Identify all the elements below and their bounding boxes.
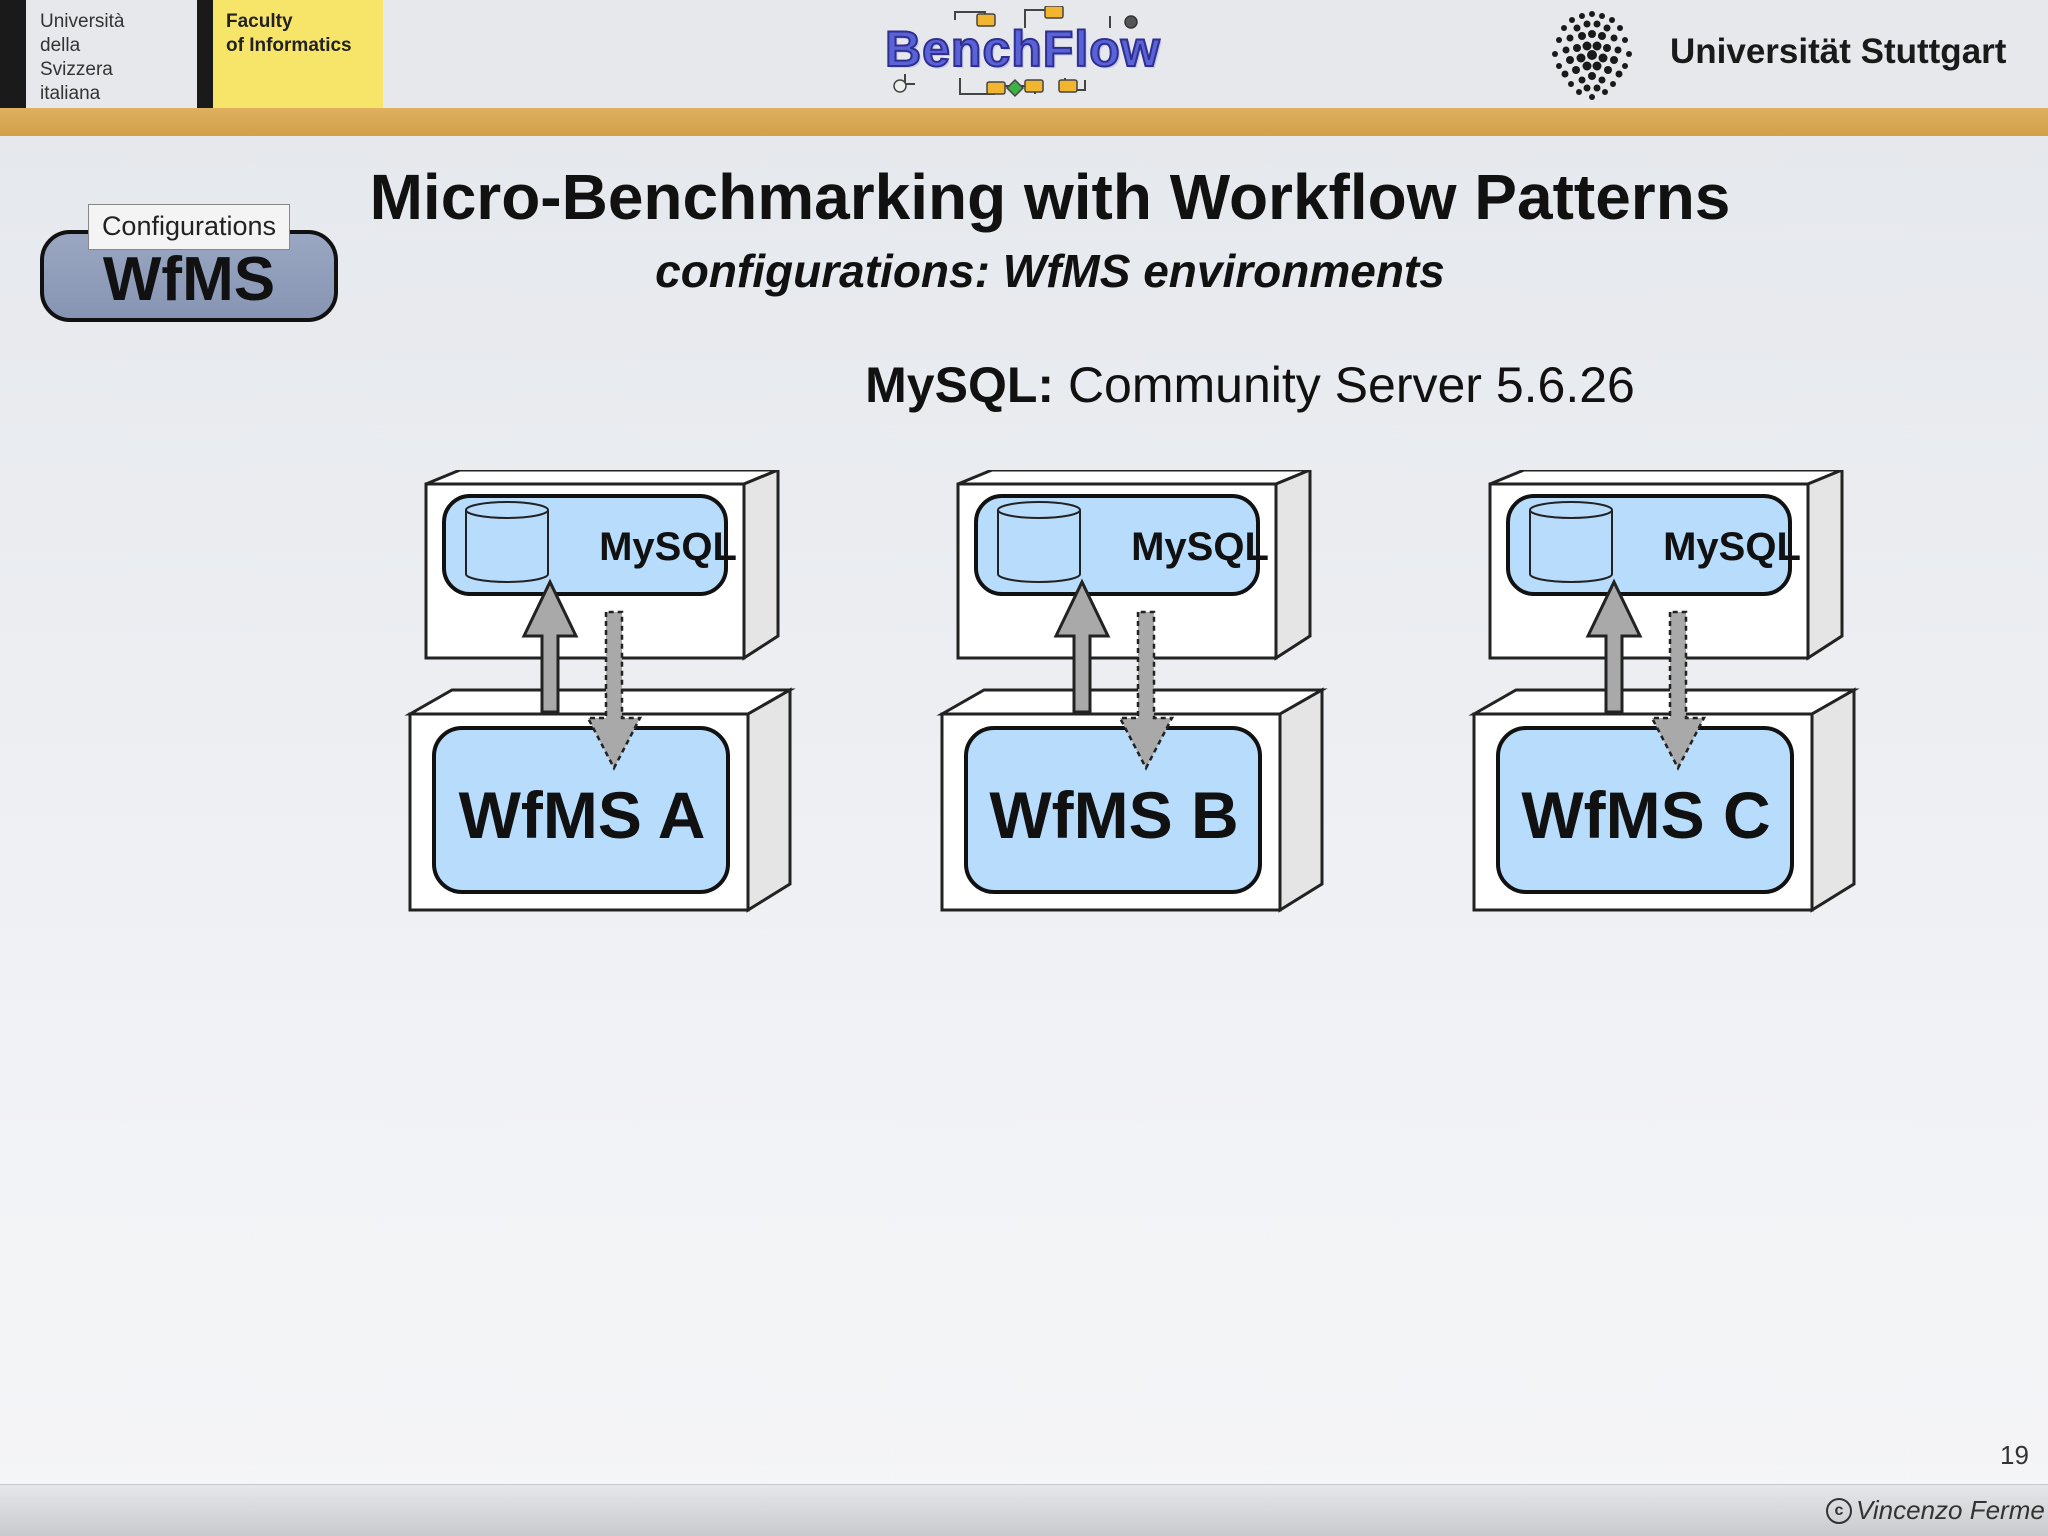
database-icon (1529, 510, 1613, 583)
header-band: Università della Svizzera italiana Facul… (0, 0, 2048, 108)
engine-host-top (1468, 688, 1860, 716)
response-arrow (1117, 610, 1175, 771)
wfms-node-label: WfMS A (459, 778, 706, 852)
stuttgart-name: Universität Stuttgart (1670, 32, 2007, 71)
engine-host-side (746, 687, 792, 913)
mysql-version-key: MySQL: (865, 357, 1055, 413)
engine-host-top (404, 688, 796, 716)
benchflow-logo: BenchFlow (884, 5, 1161, 106)
usi-logo-bar (0, 0, 26, 108)
usi-line: italiana (40, 83, 101, 104)
benchflow-logo-graphic (893, 5, 1138, 98)
faculty-line: Faculty (226, 11, 293, 32)
request-arrow (1053, 578, 1111, 714)
cc-icon: c (1826, 1497, 1852, 1524)
page-number: 19 (2000, 1440, 2029, 1470)
engine-host-side (1278, 687, 1324, 913)
usi-line: Università (40, 11, 125, 32)
wfms-stack: MySQL WfMS B (936, 470, 1328, 913)
wfms-node-label: WfMS C (1521, 778, 1770, 852)
engine-host-top (936, 688, 1328, 716)
database-icon (997, 510, 1081, 583)
wfms-node (432, 726, 730, 894)
header-accent-bar (0, 108, 2048, 136)
response-arrow (1649, 610, 1707, 771)
footer-bar (0, 1485, 2048, 1536)
engine-host-side (1810, 687, 1856, 913)
faculty-logo-text: Faculty of Informatics (226, 10, 352, 58)
mysql-version-value: Community Server 5.6.26 (1054, 357, 1635, 413)
wfms-stack: MySQL WfMS A (404, 470, 796, 913)
request-arrow (521, 578, 579, 714)
usi-line: della (40, 35, 81, 56)
database-icon-top (997, 501, 1081, 519)
request-arrow (1585, 578, 1643, 714)
mysql-node-label: MySQL (599, 525, 737, 569)
slide-title: Micro-Benchmarking with Workflow Pattern… (369, 161, 1731, 233)
response-arrow (585, 610, 643, 771)
section-badge-tab: Configurations (88, 204, 290, 250)
wfms-stack: MySQL WfMS C (1468, 470, 1860, 913)
wfms-node-label: WfMS B (989, 778, 1238, 852)
section-badge-label: WfMS (102, 245, 276, 314)
wfms-node (1496, 726, 1794, 894)
author-name: Vincenzo Ferme (1856, 1495, 2045, 1525)
usi-line: Svizzera (40, 59, 113, 80)
stuttgart-logo (1537, 4, 1647, 106)
mysql-node-label: MySQL (1663, 525, 1801, 569)
mysql-node-label: MySQL (1131, 525, 1269, 569)
usi-logo-text: Università della Svizzera italiana (40, 10, 124, 106)
database-icon (465, 510, 549, 583)
db-host-top (1489, 470, 1843, 486)
author-credit: c Vincenzo Ferme (1826, 1495, 2045, 1526)
slide-subtitle: configurations: WfMS environments (655, 245, 1445, 297)
faculty-logo-bar (197, 0, 213, 108)
database-icon-top (465, 501, 549, 519)
stuttgart-dot-logo-icon (1552, 11, 1632, 100)
db-host-side (1274, 470, 1312, 661)
db-host-side (1806, 470, 1844, 661)
benchflow-logo-text: BenchFlow (884, 20, 1161, 78)
wfms-node (964, 726, 1262, 894)
database-icon-top (1529, 501, 1613, 519)
db-host-top (425, 470, 779, 486)
faculty-logo-box (213, 0, 383, 108)
footer-divider (0, 1484, 2048, 1485)
db-host-side (742, 470, 780, 661)
db-host-top (957, 470, 1311, 486)
deployment-diagram: MySQL WfMS A MySQL WfMS B MySQL WfMS C (404, 470, 1860, 913)
mysql-version-line: MySQL: Community Server 5.6.26 (700, 356, 1800, 414)
faculty-line: of Informatics (226, 35, 352, 56)
